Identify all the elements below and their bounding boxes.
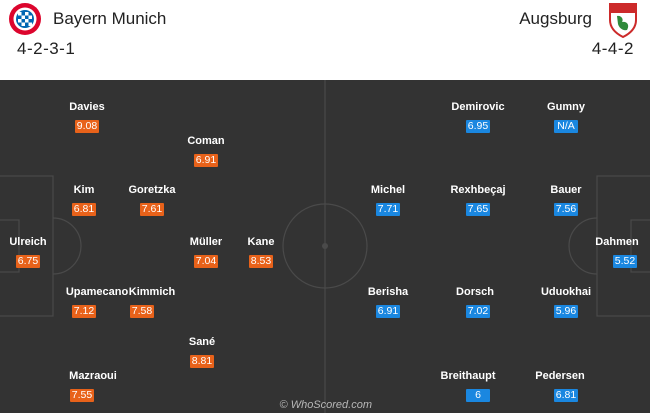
player-rating: 8.81	[190, 355, 214, 368]
player-rating: 6.75	[16, 255, 40, 268]
away-team-name[interactable]: Augsburg	[519, 9, 592, 28]
player-name: Bauer	[550, 184, 582, 196]
player-rating: 5.52	[613, 255, 637, 268]
player-rating: 8.53	[249, 255, 273, 268]
player-rating: 7.12	[72, 305, 96, 318]
player-name: Gumny	[547, 101, 585, 113]
player-name: Kim	[73, 184, 95, 196]
player-name: Mazraoui	[69, 370, 117, 382]
player-name: Rexhbeçaj	[450, 184, 506, 196]
player-rating: 6	[466, 389, 490, 402]
player-rating: 6.91	[376, 305, 400, 318]
player-rating: 6.81	[554, 389, 578, 402]
player-rating: 7.04	[194, 255, 218, 268]
pitch: Davies 9.08 Coman 6.91 Kim 6.81 Goretzka…	[0, 80, 650, 413]
player-name: Demirovic	[451, 101, 505, 113]
player-rating: 7.56	[554, 203, 578, 216]
player-name: Davies	[69, 101, 105, 113]
player-rating: 7.55	[70, 389, 94, 402]
player-name: Uduokhai	[540, 286, 592, 298]
away-formation: 4-4-2	[591, 39, 634, 58]
match-header: Bayern Munich 4-2-3-1 Augsburg 4-4-2	[0, 0, 650, 80]
player-rating: 7.58	[130, 305, 154, 318]
player-name: Coman	[187, 135, 225, 147]
player-name: Sané	[188, 336, 216, 348]
player-rating: 7.02	[466, 305, 490, 318]
augsburg-crest-icon	[609, 3, 637, 38]
player-name: Müller	[189, 236, 223, 248]
player-name: Pedersen	[535, 370, 585, 382]
player-name: Michel	[370, 184, 406, 196]
player-rating: 6.81	[72, 203, 96, 216]
player-name: Berisha	[367, 286, 409, 298]
player-name: Upamecano	[65, 286, 129, 298]
player-name: Dahmen	[595, 236, 639, 248]
home-team-name[interactable]: Bayern Munich	[53, 9, 167, 28]
player-rating: 6.95	[466, 120, 490, 133]
watermark: © WhoScored.com	[279, 399, 372, 411]
player-name: Kimmich	[128, 286, 176, 298]
player-rating: N/A	[554, 120, 578, 133]
player-rating: 7.61	[140, 203, 164, 216]
player-rating: 7.65	[466, 203, 490, 216]
player-rating: 7.71	[376, 203, 400, 216]
player-rating: 5.96	[554, 305, 578, 318]
player-name: Kane	[247, 236, 275, 248]
pitch-lines	[0, 80, 650, 413]
player-name: Dorsch	[456, 286, 494, 298]
player-rating: 6.91	[194, 154, 218, 167]
bayern-crest-icon	[9, 3, 41, 35]
player-name: Goretzka	[128, 184, 176, 196]
player-name: Ulreich	[9, 236, 47, 248]
player-name: Breithaupt	[440, 370, 496, 382]
player-rating: 9.08	[75, 120, 99, 133]
home-formation: 4-2-3-1	[17, 39, 76, 58]
